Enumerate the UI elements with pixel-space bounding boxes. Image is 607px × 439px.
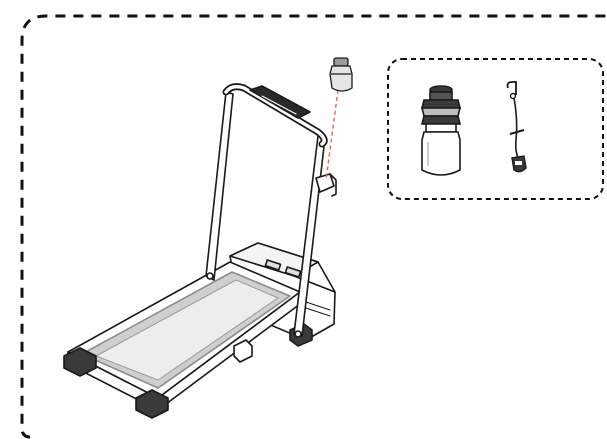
hinge-left (206, 272, 214, 280)
safety-key-cord (513, 97, 519, 159)
underside-support (233, 339, 253, 363)
water-bottle-icon (329, 57, 353, 92)
safety-key-cord-joint (509, 128, 525, 136)
hinge-right (294, 330, 302, 338)
front-foot-right (135, 389, 169, 419)
bottle-small-body (329, 65, 353, 92)
console-panel (249, 85, 311, 119)
deck-inner-line (95, 279, 279, 381)
outer-dashed-frame (20, 14, 607, 439)
bottle-body (421, 131, 461, 176)
control-slot (284, 266, 302, 278)
control-slot (264, 259, 282, 271)
bottle-shoulder-1 (420, 99, 462, 109)
water-bottle-icon (420, 85, 462, 176)
bottle-cap-ring (429, 91, 453, 101)
bottle-neck (425, 123, 457, 133)
accessory-inset-frame (387, 58, 604, 200)
front-foot-left (63, 347, 97, 377)
upright-left (205, 91, 234, 281)
safety-key-ring (509, 92, 517, 100)
bottle-holder-clip-hook (329, 173, 337, 197)
handlebar-top-inner (224, 84, 326, 146)
safety-key-clip (506, 81, 517, 95)
bottle-holder-clip (315, 173, 335, 193)
bottle-small-cap (333, 57, 349, 67)
bottle-shoulder-3 (420, 115, 462, 125)
safety-key-magnet-face (515, 161, 522, 165)
installation-guide-line (325, 89, 339, 181)
console-panel-detail (261, 95, 297, 115)
safety-key-icon (506, 81, 527, 173)
motor-housing-top (229, 242, 319, 277)
treadmill-icon (63, 83, 337, 419)
bottle-shoulder-2 (420, 107, 462, 117)
